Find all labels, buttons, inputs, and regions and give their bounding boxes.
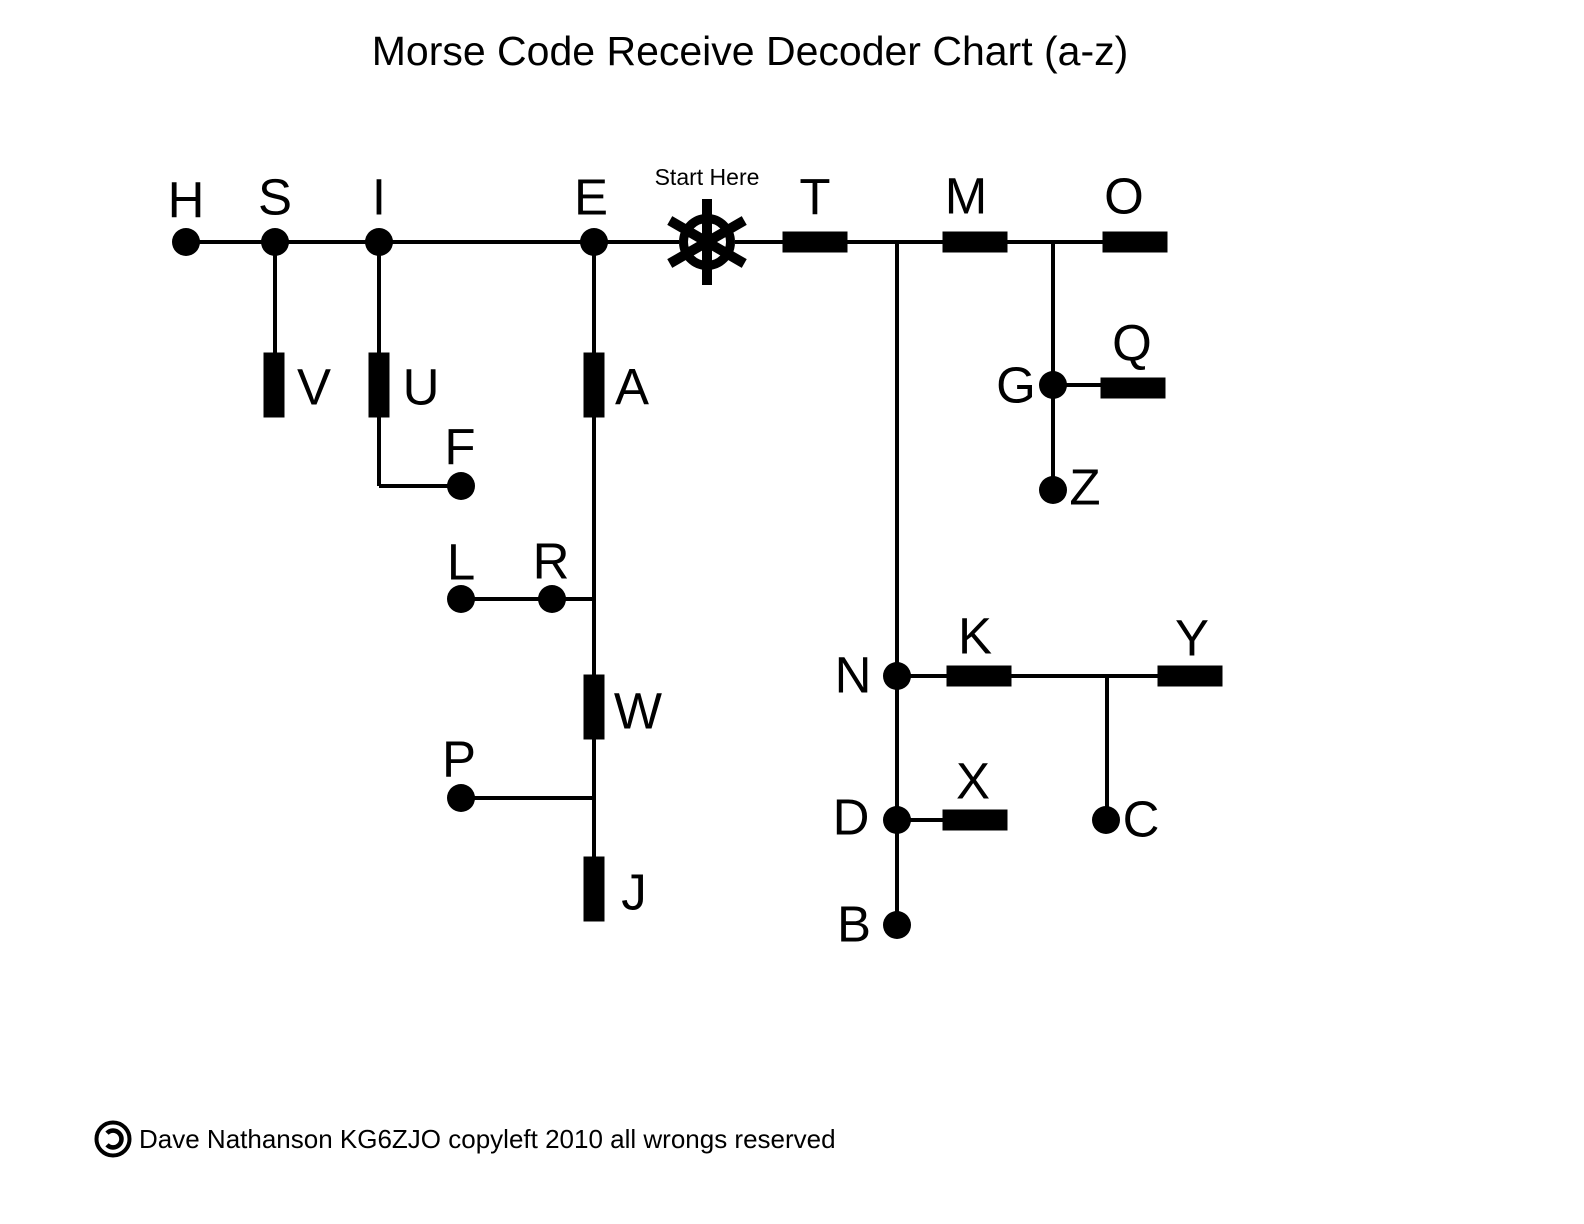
letter-label-D: D	[833, 789, 870, 846]
morse-dot-S	[261, 228, 289, 256]
letter-label-H: H	[168, 172, 205, 229]
letter-label-G: G	[996, 357, 1036, 414]
letter-label-L: L	[447, 534, 475, 591]
letter-label-N: N	[835, 647, 872, 704]
morse-dot-P	[447, 784, 475, 812]
footer-credit: Dave Nathanson KG6ZJO copyleft 2010 all …	[92, 1118, 836, 1160]
copyleft-icon	[94, 1120, 132, 1158]
letter-label-W: W	[614, 683, 662, 740]
morse-dot-R	[538, 585, 566, 613]
letter-label-Q: Q	[1112, 315, 1152, 372]
morse-dot-D	[883, 806, 911, 834]
morse-dash-X	[942, 809, 1008, 831]
letter-label-A: A	[615, 359, 649, 416]
morse-dash-A	[583, 352, 605, 418]
letter-label-M: M	[945, 168, 987, 225]
letter-label-I: I	[372, 169, 386, 226]
letter-label-J: J	[621, 864, 647, 921]
morse-dash-V	[263, 352, 285, 418]
morse-dot-G	[1039, 371, 1067, 399]
ship-wheel-spoke	[667, 216, 747, 268]
morse-dash-J	[583, 856, 605, 922]
letter-label-S: S	[258, 169, 292, 226]
letter-label-C: C	[1123, 791, 1160, 848]
morse-dot-H	[172, 228, 200, 256]
morse-dash-U	[368, 352, 390, 418]
letter-label-B: B	[837, 896, 871, 953]
letter-label-Z: Z	[1069, 459, 1100, 516]
morse-dash-Q	[1100, 377, 1166, 399]
letter-label-Y: Y	[1175, 610, 1209, 667]
morse-dot-L	[447, 585, 475, 613]
letter-label-O: O	[1104, 168, 1144, 225]
morse-dot-B	[883, 911, 911, 939]
morse-dash-T	[782, 231, 848, 253]
morse-dash-M	[942, 231, 1008, 253]
letter-label-T: T	[799, 169, 830, 226]
morse-dash-W	[583, 674, 605, 740]
page-title: Morse Code Receive Decoder Chart (a-z)	[371, 28, 1129, 74]
letter-label-R: R	[533, 533, 570, 590]
letter-label-K: K	[958, 608, 992, 665]
letter-label-X: X	[956, 753, 990, 810]
morse-dash-O	[1102, 231, 1168, 253]
credit-text: Dave Nathanson KG6ZJO copyleft 2010 all …	[139, 1123, 836, 1154]
letter-label-U: U	[403, 359, 440, 416]
letter-label-F: F	[444, 419, 475, 476]
letter-label-P: P	[442, 731, 476, 788]
morse-dot-E	[580, 228, 608, 256]
letter-label-E: E	[574, 169, 608, 226]
start-here-label: Start Here	[654, 164, 760, 190]
morse-dot-Z	[1039, 476, 1067, 504]
morse-dot-N	[883, 662, 911, 690]
morse-dot-I	[365, 228, 393, 256]
morse-dash-K	[946, 665, 1012, 687]
morse-dot-C	[1092, 806, 1120, 834]
morse-dash-Y	[1157, 665, 1223, 687]
letter-label-V: V	[297, 359, 331, 416]
morse-dot-F	[447, 472, 475, 500]
